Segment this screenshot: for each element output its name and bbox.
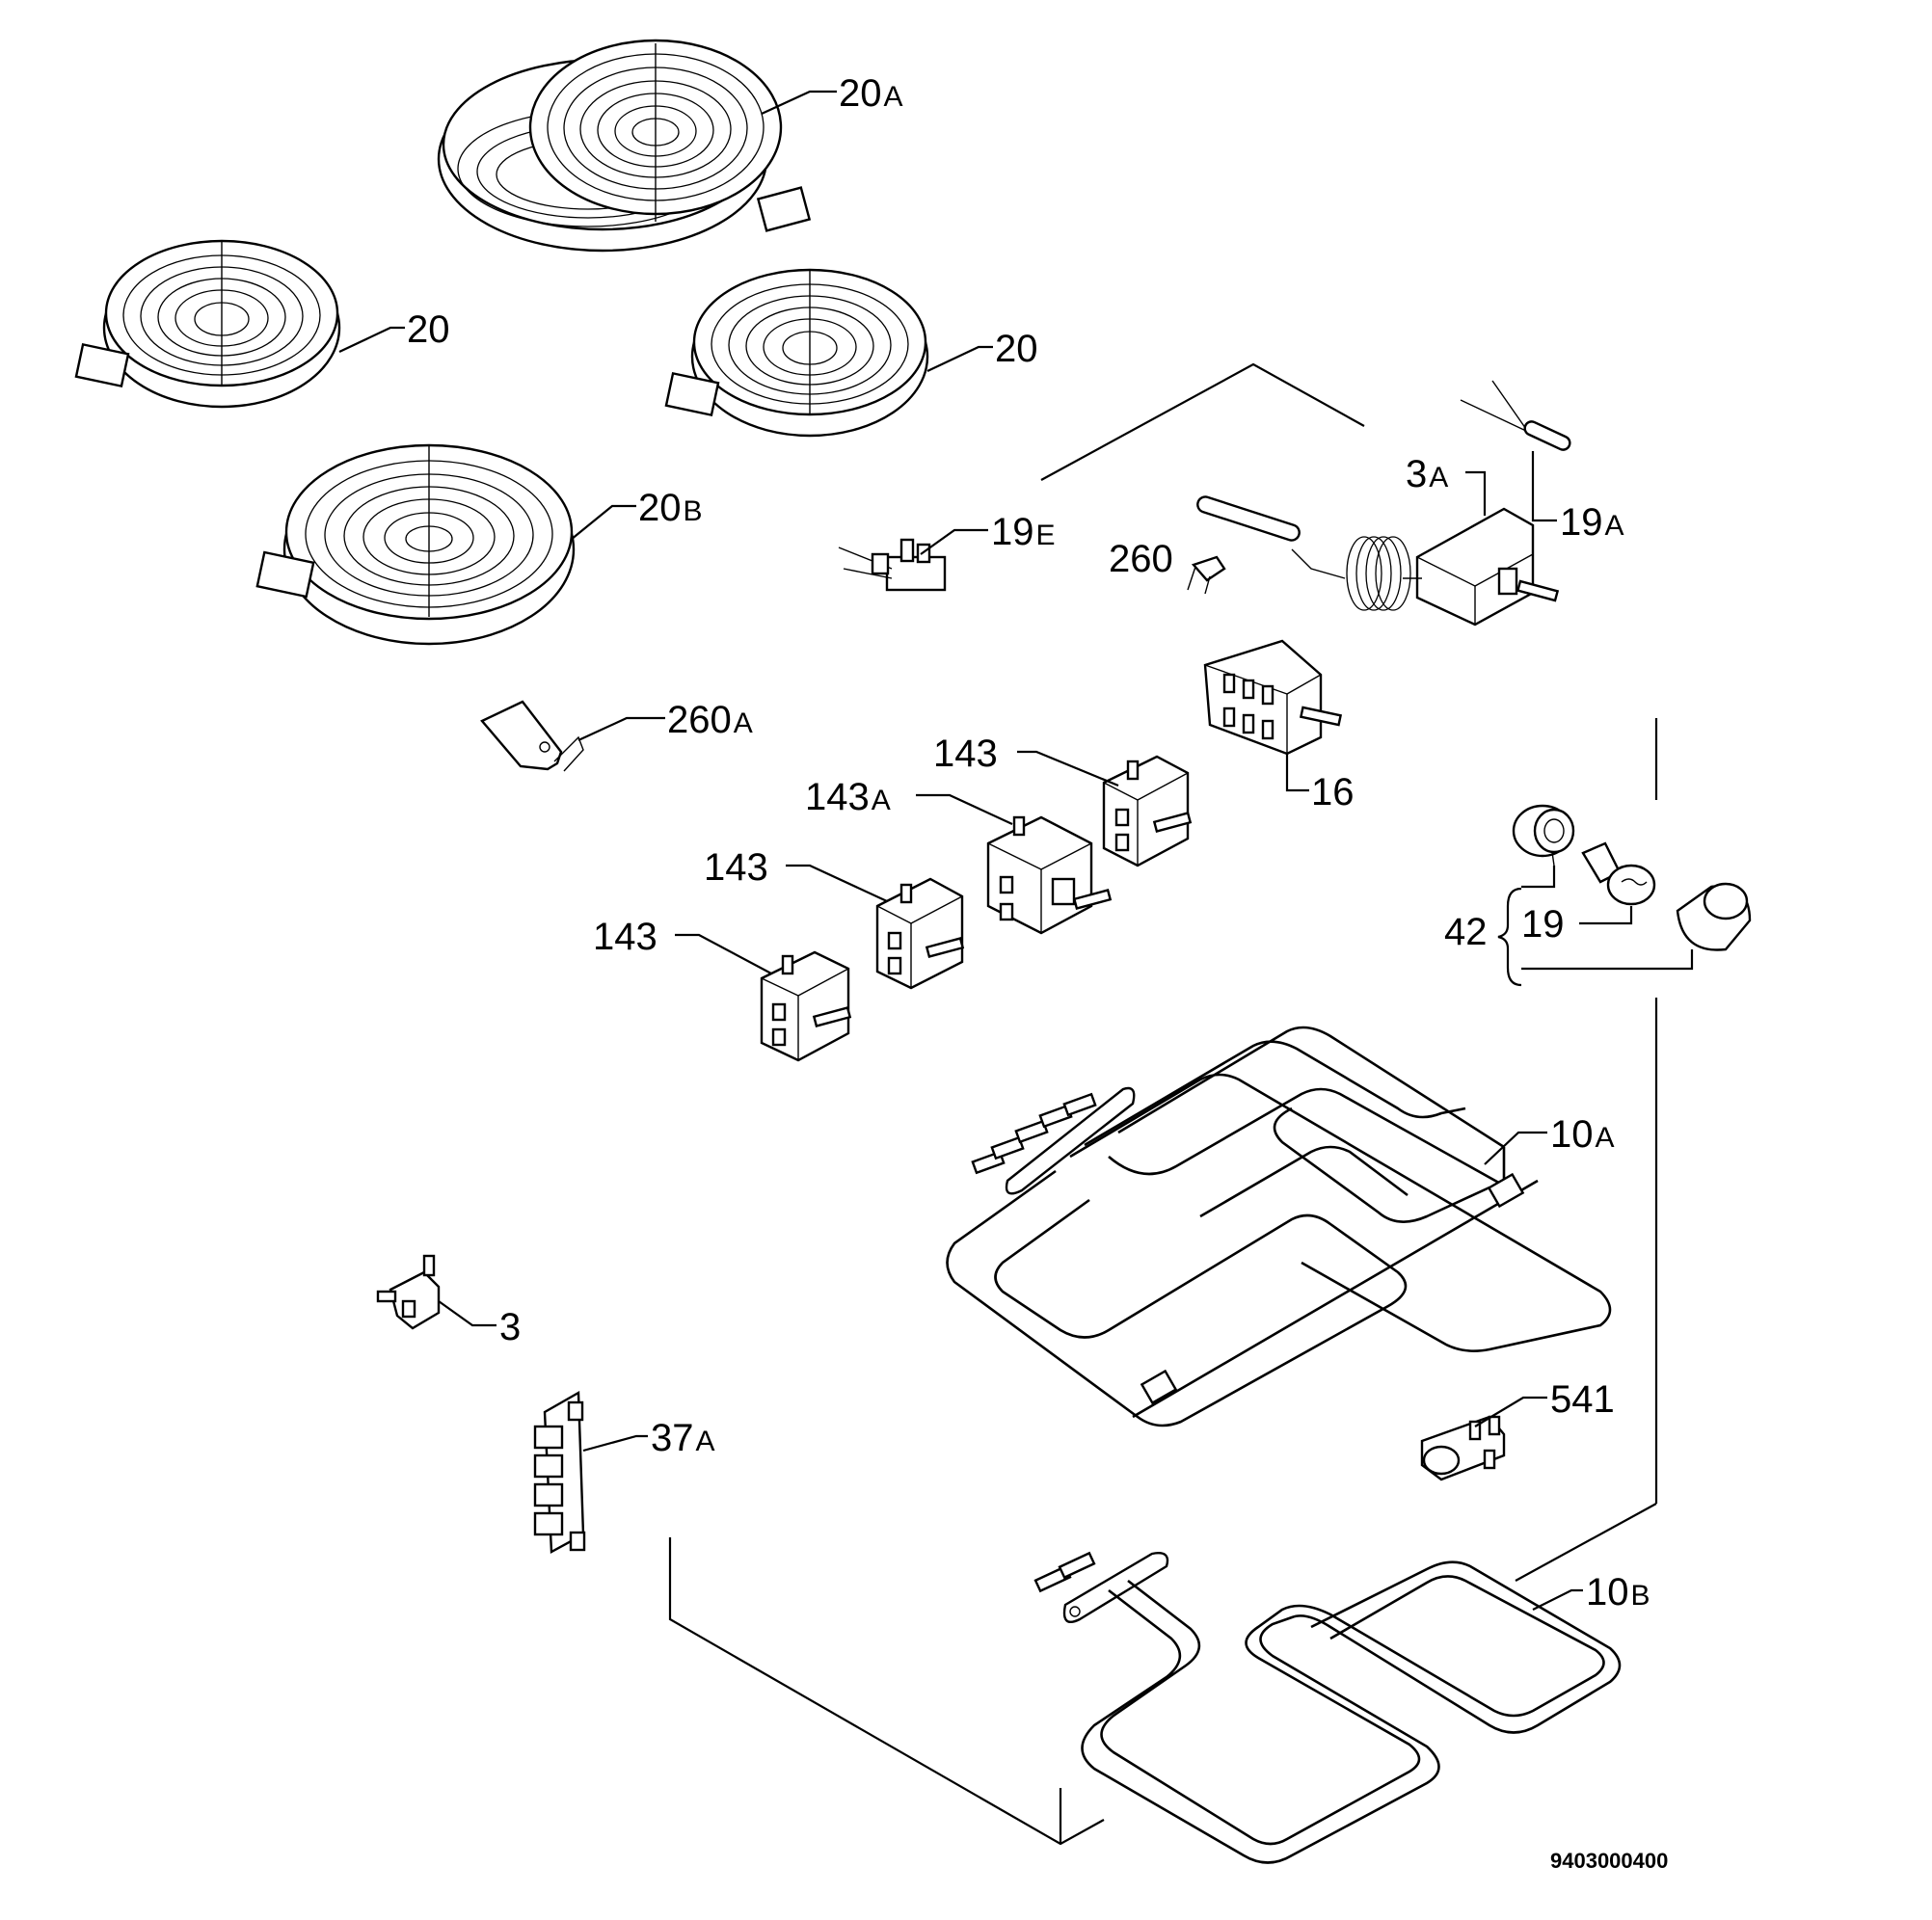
label-260a: 260A: [667, 699, 753, 741]
label-19e: 19E: [991, 511, 1056, 553]
lamp-holder: [1512, 804, 1575, 867]
thermostat-3a: [1196, 495, 1560, 627]
energy-regulator-143-low: [760, 950, 852, 1062]
indicator-light-19e: [838, 538, 947, 592]
label-10b: 10B: [1586, 1571, 1650, 1613]
leader-541: [1474, 1396, 1547, 1427]
clip-260: [1187, 555, 1226, 595]
leader-3a: [1465, 470, 1487, 516]
lamp-bulb-19: [1581, 841, 1656, 906]
dual-oval-cooking-zone: [437, 39, 812, 253]
leader-37a: [582, 1434, 648, 1453]
leader-143-mid: [786, 864, 888, 902]
large-cooking-zone: [255, 443, 576, 646]
energy-regulator-143-top: [1102, 755, 1193, 867]
label-20-right: 20: [995, 328, 1038, 370]
leader-260a: [577, 716, 665, 741]
left-cooking-zone: [74, 239, 341, 409]
leader-20b: [570, 504, 636, 541]
leader-143-low: [675, 933, 772, 974]
group-boundary-diagonal: [1515, 1503, 1657, 1582]
leader-16: [1285, 754, 1309, 792]
leader-20a: [761, 90, 837, 115]
leader-lamp-cover: [1521, 949, 1694, 971]
leader-143-top: [1017, 750, 1119, 787]
connector-541: [1420, 1415, 1506, 1481]
label-37a: 37A: [651, 1417, 715, 1459]
leader-lamp-19: [1579, 906, 1633, 925]
label-260: 260: [1109, 538, 1173, 580]
temperature-sensor-19a: [1460, 380, 1571, 451]
energy-regulator-143-mid: [875, 877, 965, 990]
label-42: 42: [1444, 911, 1488, 953]
bracket-260a: [480, 700, 584, 772]
leader-143a: [916, 793, 1013, 825]
label-3: 3: [499, 1306, 521, 1348]
leader-19a: [1531, 451, 1557, 522]
label-541: 541: [1550, 1378, 1615, 1421]
right-cooking-zone: [664, 268, 929, 438]
leader-20-right: [926, 345, 993, 372]
label-16: 16: [1311, 771, 1355, 813]
bottom-heater-element-10b: [1033, 1551, 1622, 1864]
label-3a: 3A: [1406, 453, 1448, 495]
leader-19e: [920, 528, 988, 555]
leader-20-left: [338, 326, 405, 353]
leader-3: [438, 1300, 496, 1327]
selector-switch-16: [1203, 639, 1343, 756]
drawing-code: 9403000400: [1550, 1849, 1668, 1873]
group-boundary-top: [1040, 362, 1365, 481]
label-143-mid: 143: [704, 846, 768, 889]
leader-10b: [1532, 1588, 1583, 1611]
label-143-top: 143: [933, 733, 998, 775]
energy-regulator-143a: [986, 815, 1113, 935]
label-143a: 143A: [805, 776, 891, 818]
grill-element-10a: [946, 1026, 1612, 1427]
label-20-left: 20: [407, 308, 450, 351]
door-switch-3: [376, 1254, 441, 1330]
lamp-cover: [1676, 882, 1752, 951]
label-20b: 20B: [638, 487, 703, 529]
leader-lamp-holder: [1521, 866, 1556, 889]
leader-10a: [1484, 1131, 1547, 1165]
label-19: 19: [1521, 903, 1565, 946]
group-boundary-bottom-left: [668, 1537, 1105, 1846]
brace-42: [1497, 887, 1522, 987]
terminal-block-37a: [533, 1390, 586, 1554]
label-19a: 19A: [1560, 501, 1624, 544]
label-143-low: 143: [593, 916, 657, 958]
label-10a: 10A: [1550, 1113, 1615, 1156]
label-20a: 20A: [839, 72, 903, 115]
